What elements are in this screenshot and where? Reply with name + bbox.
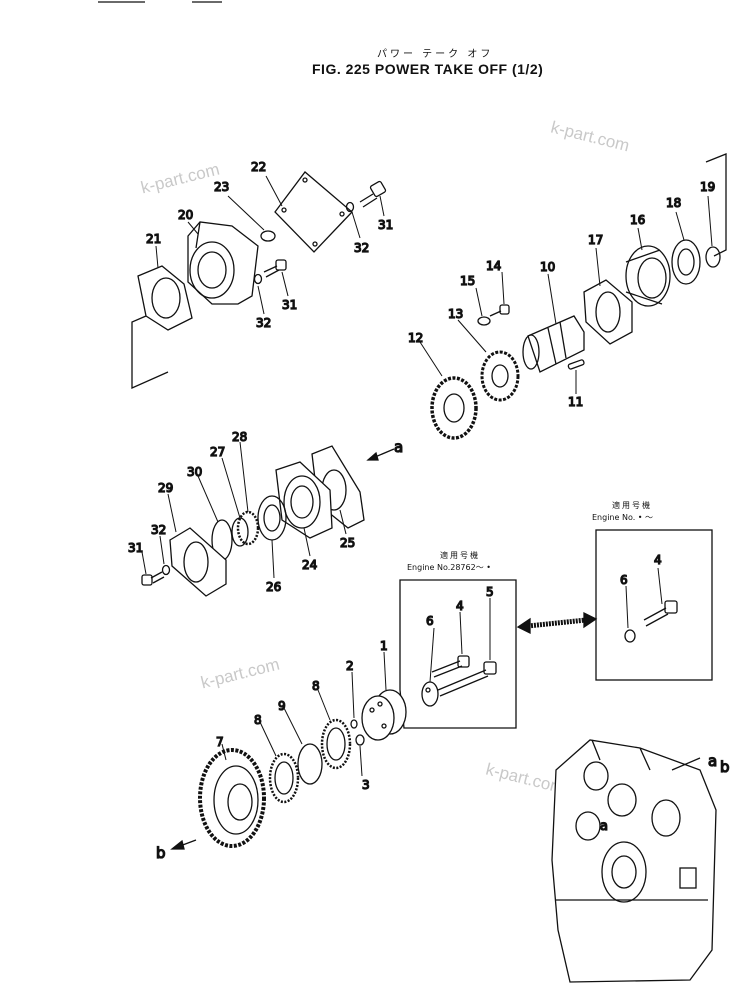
kana-title: パワー テーク オフ (377, 49, 494, 60)
washer-32-lower (161, 564, 171, 576)
callout-31-lower: 31 (128, 541, 143, 555)
callout-4-left: 4 (456, 599, 464, 613)
gasket-17 (583, 279, 633, 345)
ref-b-gear: b (156, 844, 166, 862)
transmission-housing (551, 739, 717, 983)
callout-27: 27 (210, 445, 225, 459)
callout-20: 20 (178, 208, 193, 222)
callout-11: 11 (568, 395, 583, 409)
bolt-31-upper (359, 180, 387, 208)
ref-a-mid: a (394, 438, 403, 456)
callout-30: 30 (187, 465, 202, 479)
callout-24: 24 (302, 558, 317, 572)
gear-13 (480, 350, 520, 402)
callout-29: 29 (158, 481, 173, 495)
bracket-line (131, 315, 169, 390)
callout-15: 15 (460, 274, 475, 288)
ring-27 (236, 510, 260, 546)
gasket-21 (137, 265, 193, 331)
callout-18: 18 (666, 196, 681, 210)
callout-1: 1 (380, 639, 388, 653)
right-box-caption-en: Engine No. • ～ (592, 513, 654, 522)
callout-12: 12 (408, 331, 423, 345)
retainer-1 (361, 689, 407, 741)
leader-lines (141, 175, 713, 777)
callout-32-upper: 32 (354, 241, 369, 255)
o-ring-23 (260, 230, 276, 242)
bolt-5 (437, 661, 497, 697)
washer-32-mid (253, 273, 263, 285)
flange-24 (275, 461, 333, 539)
callout-22: 22 (251, 160, 266, 174)
callout-31-upper: 31 (378, 218, 393, 232)
variant-box-right (595, 529, 713, 681)
variant-box-left (399, 579, 517, 729)
ring-9 (297, 743, 323, 785)
bearing-8-upper (320, 718, 352, 770)
figure-title: FIG. 225 POWER TAKE OFF (1/2) (312, 61, 544, 77)
bearing-18 (671, 239, 701, 285)
callout-5: 5 (486, 585, 494, 599)
left-box-caption-en: Engine No.28762～ • (407, 563, 491, 572)
washer-32-upper (345, 201, 355, 213)
shaft-10 (522, 315, 585, 373)
bolt-14 (489, 304, 510, 317)
ref-b-housing: b (720, 758, 730, 776)
gear-7 (198, 748, 266, 848)
callout-8-upper: 8 (312, 679, 320, 693)
callout-28: 28 (232, 430, 247, 444)
plate-6 (421, 681, 439, 707)
callout-14: 14 (486, 259, 501, 273)
double-arrow (516, 611, 598, 635)
gasket-29 (169, 527, 227, 597)
washer-6-right (624, 629, 636, 643)
pto-case-20 (187, 221, 259, 305)
callout-32-lower: 32 (151, 523, 166, 537)
bolt-31-mid (263, 259, 287, 278)
bolt-31-lower (141, 571, 165, 586)
ref-a-arrow (366, 451, 379, 461)
key-15 (477, 316, 491, 326)
gear-12 (430, 376, 478, 440)
callout-23: 23 (214, 180, 229, 194)
pto-cover-22 (274, 171, 353, 253)
pin-11 (567, 359, 585, 370)
left-box-caption-jp: 適用号機 (440, 551, 480, 560)
callout-32-mid: 32 (256, 316, 271, 330)
bearing-cage-16 (625, 245, 671, 307)
callout-4-right: 4 (654, 553, 662, 567)
callout-17: 17 (588, 233, 603, 247)
callout-3: 3 (362, 778, 370, 792)
callout-26: 26 (266, 580, 281, 594)
ball-2 (350, 719, 358, 729)
ref-b-arrow (170, 839, 185, 850)
right-box-caption-jp: 適用号機 (612, 501, 652, 510)
callout-6-right: 6 (620, 573, 628, 587)
callout-25: 25 (340, 536, 355, 550)
ref-ab-line (671, 757, 701, 771)
washer-3 (355, 734, 365, 746)
ref-a-housing: a (708, 752, 717, 770)
callout-21: 21 (146, 232, 161, 246)
callout-6-left: 6 (426, 614, 434, 628)
callout-10: 10 (540, 260, 555, 274)
ref-a-housing-inner: a (600, 819, 608, 834)
callout-31-mid: 31 (282, 298, 297, 312)
callout-7: 7 (216, 735, 224, 749)
callout-2: 2 (346, 659, 354, 673)
callout-13: 13 (448, 307, 463, 321)
callout-16: 16 (630, 213, 645, 227)
bolt-4-left (431, 655, 470, 678)
bolt-4-right (643, 600, 678, 627)
callout-8-lower: 8 (254, 713, 262, 727)
ring-28 (231, 517, 249, 547)
snap-ring-19 (705, 246, 721, 268)
callout-19: 19 (700, 180, 715, 194)
bearing-8-lower (268, 752, 300, 804)
callout-9: 9 (278, 699, 286, 713)
